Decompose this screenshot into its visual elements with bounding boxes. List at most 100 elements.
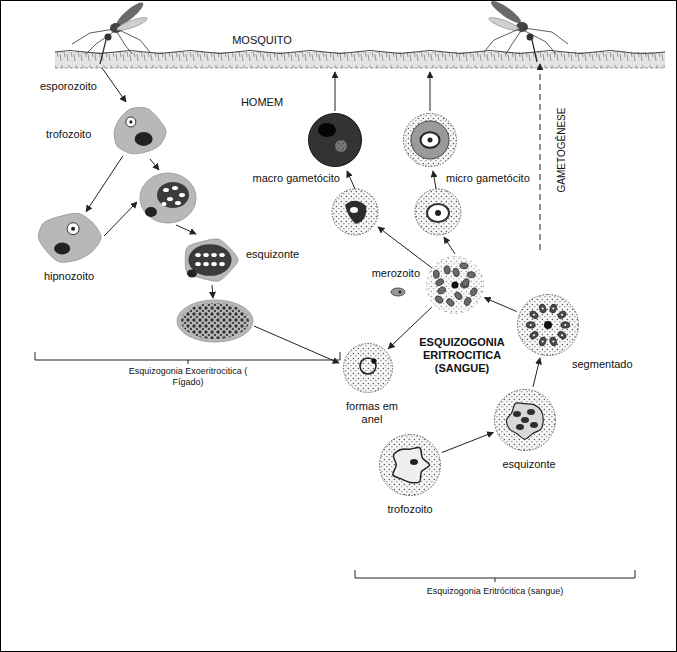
cell-label: esporozoito [40, 80, 97, 93]
cell-drawing [561, 334, 563, 336]
skin-band [55, 68, 665, 69]
liver-cell [177, 300, 253, 342]
cell-drawing [211, 253, 217, 257]
cell-drawing [461, 278, 470, 288]
cell-drawing [556, 330, 567, 340]
cycle-arrow [484, 298, 516, 312]
cell-shape [307, 112, 363, 168]
cell-drawing [443, 265, 450, 274]
cell-drawing [530, 422, 538, 428]
cell-drawing [360, 358, 376, 374]
cell-drawing [114, 108, 166, 154]
cell-label: trofozoito [387, 503, 432, 516]
liver-cell [172, 186, 178, 190]
cell-drawing [542, 308, 544, 310]
merozoite [391, 288, 405, 296]
cell-drawing [528, 310, 539, 320]
cell-node: esquizonte [493, 388, 557, 452]
cell-shape [342, 342, 394, 394]
mosquito-drawing [488, 15, 520, 33]
cell-drawing [219, 253, 225, 257]
bracket [35, 352, 340, 364]
cell-drawing [561, 314, 563, 316]
cell-drawing [452, 268, 460, 278]
cell-drawing [530, 324, 532, 326]
cell-drawing [71, 227, 75, 231]
cell-drawing [552, 308, 554, 310]
liver-cell [177, 300, 253, 342]
cell-drawing [203, 262, 209, 266]
cell-drawing [542, 340, 544, 342]
blood-cell [415, 189, 461, 235]
cell-drawing [195, 253, 201, 257]
liver-cell [140, 173, 196, 223]
cell-drawing [467, 271, 476, 278]
cell-label: trofozoito [46, 128, 91, 141]
cell-drawing [564, 324, 566, 326]
cell-label: segmentado [572, 358, 633, 371]
cell-drawing [318, 123, 336, 137]
mosquito-drawing [484, 0, 568, 62]
host-label: HOMEM [241, 96, 283, 109]
cell-label: formas em anel [341, 400, 403, 426]
cell-drawing [393, 447, 430, 482]
bracket [35, 352, 635, 582]
cell-drawing [427, 257, 484, 314]
cycle-arrow [540, 64, 541, 250]
cell-drawing [344, 344, 393, 393]
cell-drawing [411, 121, 449, 159]
cell-drawing [420, 132, 439, 148]
blood-cell [435, 210, 441, 216]
cycle-arrow [433, 171, 436, 189]
liver-cell [140, 173, 196, 223]
cycle-arrow [102, 68, 126, 102]
mosquito-drawing [100, 40, 106, 64]
liver-cell [167, 197, 173, 201]
cell-node: trofozoito [378, 433, 442, 497]
phase-label: ESQUIZOGONIA ERITROCITICA (SANGUE) [410, 336, 515, 376]
mosquito-drawing [116, 15, 148, 33]
cycle-arrow [86, 156, 123, 212]
cell-node: esquizonte [180, 236, 240, 284]
cell-drawing [129, 120, 132, 123]
cell-drawing [38, 213, 101, 262]
cell-drawing [114, 108, 166, 154]
mosquito-drawing [72, 0, 150, 64]
cell-drawing [495, 390, 556, 451]
liver-cell [157, 182, 189, 208]
cell-node: hipnozoito [35, 210, 103, 265]
merozoite [399, 291, 402, 294]
cell-drawing [195, 262, 201, 266]
cell-drawing [404, 114, 457, 167]
cycle-arrow [347, 171, 355, 189]
cell-drawing [437, 286, 447, 295]
cell-drawing [185, 239, 238, 281]
bracket-label: Esquizogonia Eritrócitica (sangue) [425, 586, 565, 597]
cell-node: micro gametócito [402, 112, 458, 168]
cell-node: macro gametócito [307, 112, 363, 168]
cell-shape [425, 255, 485, 315]
blood-cell [345, 201, 366, 224]
cell-shape [35, 210, 103, 265]
cell-drawing [135, 132, 153, 146]
cell-drawing [54, 243, 70, 255]
mosquito-drawing [484, 28, 568, 54]
cell-drawing [211, 262, 217, 266]
cycle-arrow [212, 285, 213, 298]
cell-node: esporozoitotrofozoito [110, 105, 168, 158]
cell-drawing [445, 297, 455, 307]
cell-drawing [309, 114, 362, 167]
cell-drawing [549, 336, 558, 347]
skin-band [55, 52, 665, 68]
cell-label: micro gametócito [446, 172, 530, 185]
cell-drawing [203, 253, 209, 257]
cell-drawing [309, 114, 362, 167]
cell-drawing [380, 435, 441, 496]
mosquito-drawing [532, 40, 537, 62]
cell-drawing [495, 390, 556, 451]
cell-drawing [556, 310, 567, 320]
cell-drawing [185, 239, 238, 281]
skin-band [55, 51, 665, 54]
liver-cell [145, 207, 157, 217]
cell-drawing [404, 114, 457, 167]
